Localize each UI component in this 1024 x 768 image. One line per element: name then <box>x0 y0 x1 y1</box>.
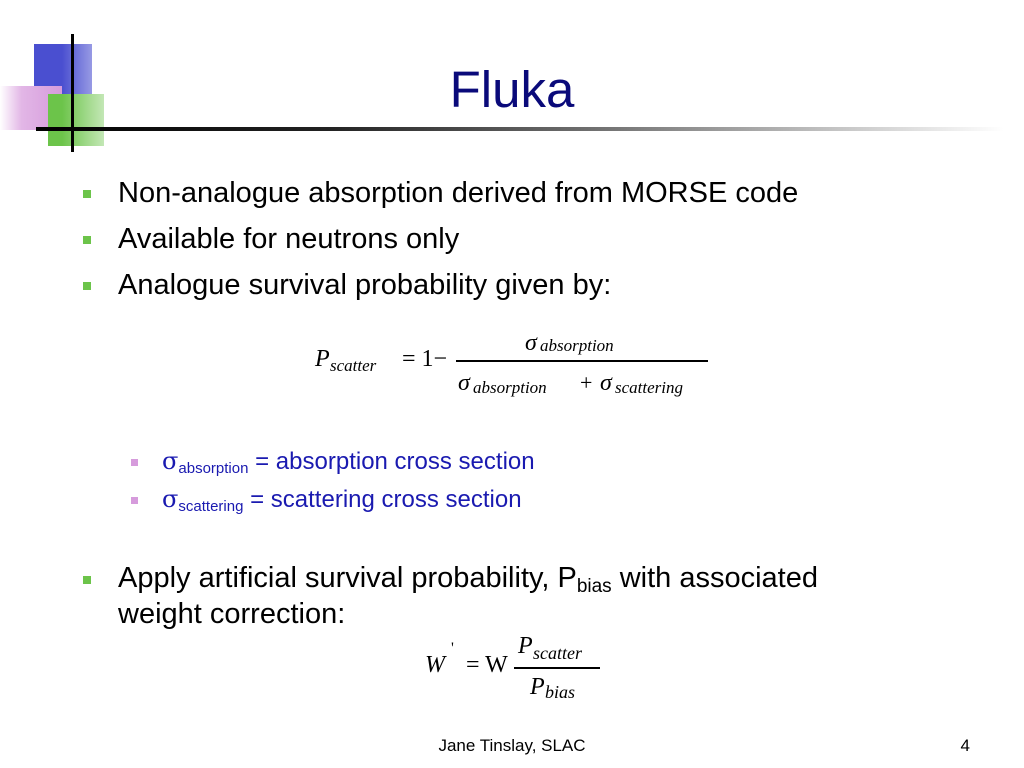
eq2-num-sub: scatter <box>533 643 582 663</box>
sub-bullet-scattering: σscattering = scattering cross section <box>162 484 522 522</box>
bullet4-line2: weight correction: <box>118 598 346 630</box>
bullet4-subscript: bias <box>576 576 612 597</box>
eq1-den-sigma1: σ <box>458 370 470 396</box>
eq2-num: P <box>518 633 533 659</box>
sigma-subscript: scattering <box>178 498 244 515</box>
bullet-text: Non-analogue absorption derived from MOR… <box>118 177 799 209</box>
title-underline <box>36 127 1004 131</box>
bullet-marker <box>83 236 91 244</box>
eq1-lhs: P <box>315 346 330 372</box>
eq2-equals: = W <box>466 652 508 678</box>
eq1-fraction-bar <box>456 360 708 362</box>
sub-bullet-marker <box>131 497 138 504</box>
eq1-num-sigma: σ <box>525 330 537 356</box>
eq1-den-sub2: scattering <box>615 378 683 397</box>
bullet-marker <box>83 576 91 584</box>
bullet-text: Available for neutrons only <box>118 223 460 255</box>
sigma-symbol: σ <box>162 485 179 513</box>
footer-author: Jane Tinslay, SLAC <box>438 736 586 755</box>
sigma-subscript: absorption <box>178 460 249 477</box>
sigma-symbol: σ <box>162 447 179 475</box>
eq1-den-sub1: absorption <box>473 378 547 397</box>
sub-bullet-marker <box>131 459 138 466</box>
eq1-lhs-sub: scatter <box>330 356 377 375</box>
bullet-marker <box>83 190 91 198</box>
bullet4-text-after: with associated <box>611 562 818 594</box>
eq2-lhs: W <box>425 652 445 678</box>
bullet-marker <box>83 282 91 290</box>
eq2-den: P <box>530 674 545 700</box>
bullet-text-bias: Apply artificial survival probability, P… <box>118 561 818 604</box>
eq2-fraction-bar <box>514 667 600 669</box>
bullet4-text: Apply artificial survival probability, P <box>118 562 577 594</box>
decor-vertical-line <box>71 34 74 152</box>
bullet-text: Analogue survival probability given by: <box>118 269 612 301</box>
eq2-prime: ' <box>451 640 454 657</box>
eq1-equals: = 1− <box>402 346 448 372</box>
eq1-den-plus: + <box>580 370 593 395</box>
definition-text: = scattering cross section <box>243 486 522 513</box>
eq2-den-sub: bias <box>545 682 576 702</box>
eq1-den-sigma2: σ <box>600 370 612 396</box>
definition-text: = absorption cross section <box>248 448 535 475</box>
sub-bullet-absorption: σabsorption = absorption cross section <box>162 446 535 484</box>
slide-title: Fluka <box>449 61 575 118</box>
page-number: 4 <box>960 736 970 755</box>
eq1-num-sub: absorption <box>540 336 614 355</box>
